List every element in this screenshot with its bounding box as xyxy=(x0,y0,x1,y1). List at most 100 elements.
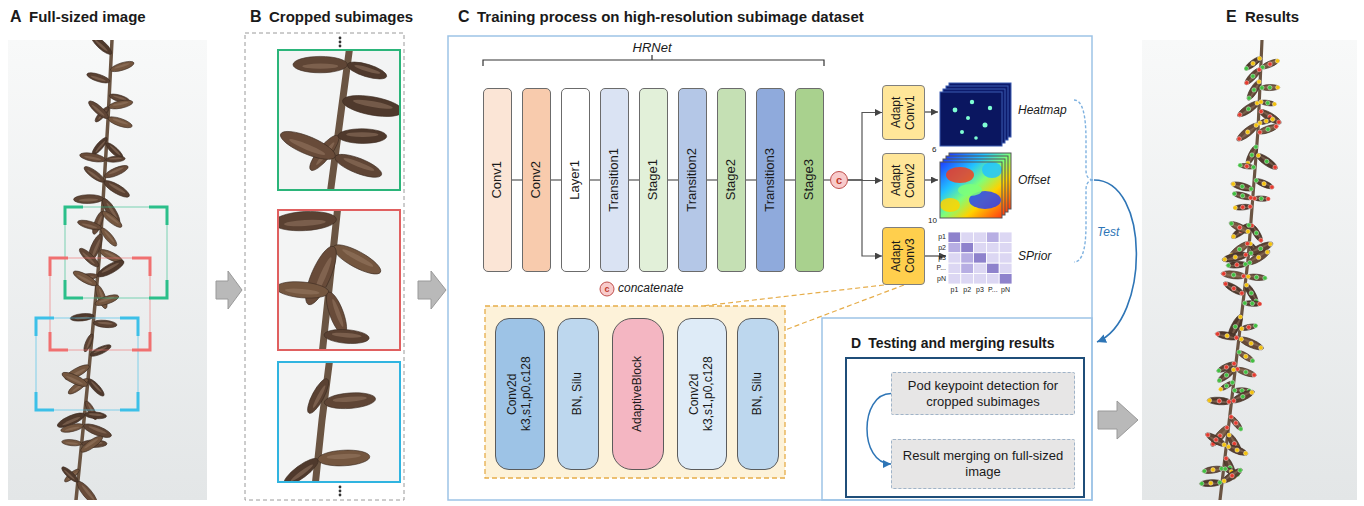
matrix-index: pN xyxy=(937,275,946,283)
illustration-part xyxy=(1237,334,1265,352)
illustration-part xyxy=(940,162,1002,218)
illustration-part xyxy=(1234,336,1238,340)
illustration-part xyxy=(86,99,110,121)
illustration-part xyxy=(1240,126,1256,139)
soybean-plant xyxy=(56,40,135,500)
illustration-part xyxy=(961,274,974,284)
illustration-part xyxy=(1266,127,1270,131)
illustration-part xyxy=(1234,421,1238,425)
illustration-part xyxy=(346,59,389,83)
network-layer: Transition3 xyxy=(756,88,785,272)
illustration-part xyxy=(1239,323,1258,332)
illustration-part xyxy=(1254,275,1258,279)
illustration-part xyxy=(1224,470,1238,481)
ellipsis-dots xyxy=(339,37,342,497)
illustration-part xyxy=(1238,163,1242,167)
panel-title: Cropped subimages xyxy=(269,9,413,26)
illustration-part xyxy=(1258,121,1262,125)
illustration-part xyxy=(1259,346,1263,350)
illustration-part xyxy=(1241,205,1245,209)
illustration-part xyxy=(961,242,974,252)
node-text: BN, Silu xyxy=(571,372,585,415)
illustration-part xyxy=(974,274,987,284)
result-plant xyxy=(1199,40,1283,500)
illustration-part xyxy=(1258,130,1262,134)
illustration-part xyxy=(970,100,974,104)
heatmap-stack xyxy=(940,83,1011,146)
illustration-part xyxy=(108,98,134,110)
illustration-part xyxy=(98,296,114,304)
connector xyxy=(746,179,756,180)
network-layer: Layer1 xyxy=(561,88,590,272)
illustration-part xyxy=(1244,253,1248,257)
illustration-part xyxy=(278,210,337,232)
illustration-part xyxy=(95,257,126,279)
illustration-part xyxy=(1247,96,1251,100)
illustration-part xyxy=(77,218,103,231)
illustration-part xyxy=(1247,59,1259,69)
illustration-part xyxy=(74,479,100,500)
illustration-part xyxy=(61,439,81,447)
illustration-part xyxy=(1246,107,1250,111)
illustration-part xyxy=(1259,238,1263,242)
illustration-part xyxy=(1244,143,1260,166)
output-label: SPrior xyxy=(1018,250,1051,263)
illustration-part xyxy=(1207,398,1211,402)
illustration-part xyxy=(1245,241,1249,245)
illustration-part xyxy=(1202,469,1206,473)
illustration-part xyxy=(1256,255,1260,259)
concat-symbol-text: c xyxy=(604,285,609,294)
detail-leader xyxy=(702,285,904,330)
illustration-part xyxy=(1253,177,1275,191)
illustration-part xyxy=(88,413,103,417)
illustration-part xyxy=(983,123,988,128)
subimage-frame xyxy=(278,50,400,190)
illustration-part xyxy=(1239,427,1243,431)
illustration-part xyxy=(1206,433,1210,437)
connector xyxy=(707,179,717,180)
illustration-part xyxy=(94,40,109,52)
layer-block: Conv2d k3,s1,p0,c128 xyxy=(495,318,545,470)
illustration-part xyxy=(1230,446,1245,453)
illustration-part xyxy=(1230,474,1234,478)
illustration-part xyxy=(1250,83,1260,98)
illustration-part xyxy=(1227,255,1245,261)
illustration-part xyxy=(974,232,987,242)
illustration-part xyxy=(1232,399,1236,403)
illustration-part xyxy=(64,469,76,480)
node-text: Stage2 xyxy=(724,159,739,200)
illustration-part xyxy=(1226,263,1230,267)
illustration-part xyxy=(60,370,89,389)
illustration-part xyxy=(311,384,326,408)
illustration-part xyxy=(1248,204,1252,208)
illustration-part xyxy=(1214,438,1218,442)
illustration-part xyxy=(1217,399,1221,403)
illustration-part xyxy=(1254,178,1258,182)
illustration-part xyxy=(36,318,138,410)
adapt-conv: Adapt Conv3 xyxy=(882,227,925,285)
panel-box: DTesting and merging resultsPod keypoint… xyxy=(845,333,1085,498)
illustration-part xyxy=(1260,84,1280,90)
illustration-part xyxy=(95,140,106,153)
illustration-part xyxy=(91,239,101,258)
illustration-part xyxy=(1231,273,1235,277)
illustration-part xyxy=(940,162,1002,218)
matrix-index: P... xyxy=(936,265,946,273)
illustration-part xyxy=(1233,204,1252,211)
illustration-part xyxy=(1239,368,1254,375)
node-text: Stage1 xyxy=(646,159,661,200)
illustration-part xyxy=(948,274,961,284)
illustration-part xyxy=(1227,433,1231,437)
connector xyxy=(512,179,522,180)
illustration-part xyxy=(1270,117,1274,121)
illustration-part xyxy=(1243,262,1247,266)
illustration-part xyxy=(1254,151,1279,172)
subimage-ground xyxy=(278,362,400,482)
illustration-part xyxy=(91,104,105,117)
subimage-plant xyxy=(281,362,376,482)
illustration-part xyxy=(999,232,1012,242)
illustration-part xyxy=(940,198,960,212)
illustration-part xyxy=(1274,124,1278,128)
illustration-part xyxy=(100,209,124,230)
